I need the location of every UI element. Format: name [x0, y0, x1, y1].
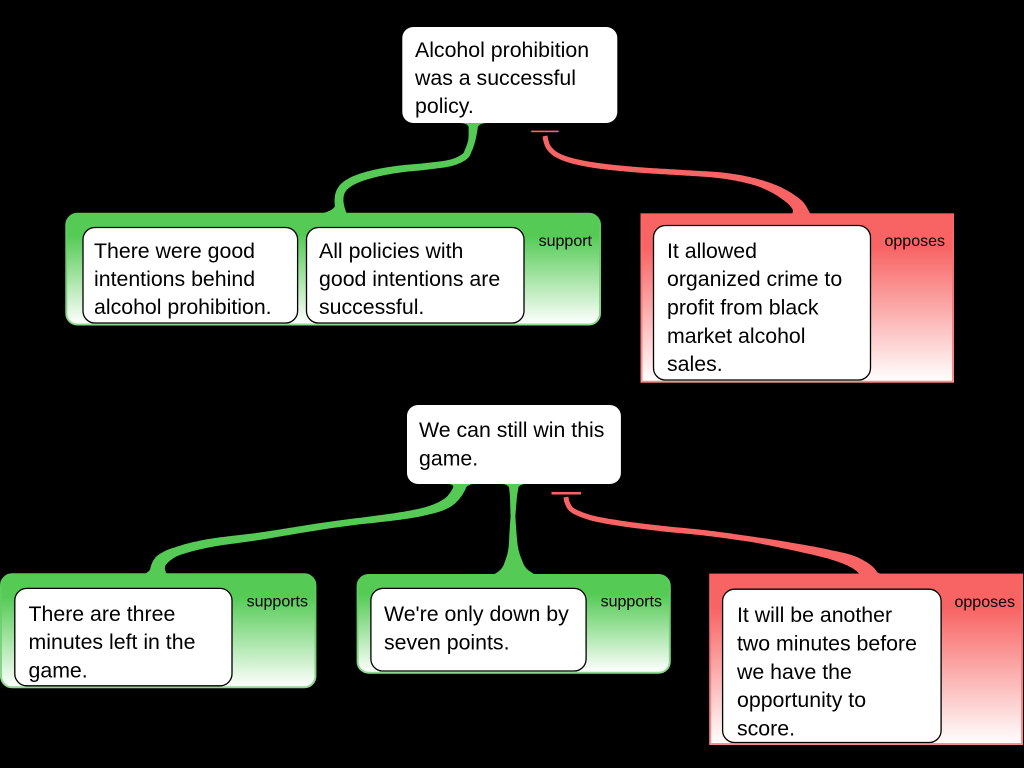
- svg-text:We can still win this: We can still win this: [419, 418, 604, 442]
- svg-text:We're only down by: We're only down by: [384, 602, 569, 626]
- svg-text:minutes left in the: minutes left in the: [29, 630, 196, 654]
- svg-text:policy.: policy.: [415, 94, 474, 118]
- svg-text:seven points.: seven points.: [384, 630, 510, 654]
- svg-text:good intentions are: good intentions are: [319, 267, 500, 291]
- svg-text:we have the: we have the: [736, 660, 852, 684]
- svg-text:opportunity to: opportunity to: [737, 688, 866, 712]
- svg-text:market alcohol: market alcohol: [667, 324, 806, 348]
- svg-text:It will be another: It will be another: [737, 603, 892, 627]
- svg-text:profit from black: profit from black: [667, 296, 819, 320]
- svg-text:organized crime to: organized crime to: [667, 267, 842, 291]
- svg-text:game.: game.: [419, 447, 478, 471]
- svg-text:sales.: sales.: [667, 352, 723, 376]
- svg-text:There are three: There are three: [29, 602, 176, 626]
- svg-text:game.: game.: [29, 659, 88, 683]
- svg-text:It allowed: It allowed: [667, 239, 757, 263]
- svg-text:opposes: opposes: [955, 594, 1016, 611]
- svg-text:was a successful: was a successful: [414, 66, 576, 90]
- svg-text:supports: supports: [601, 594, 662, 611]
- svg-text:score.: score.: [737, 717, 795, 741]
- svg-text:support: support: [539, 233, 593, 250]
- svg-text:alcohol prohibition.: alcohol prohibition.: [94, 295, 272, 319]
- svg-text:intentions behind: intentions behind: [94, 267, 255, 291]
- svg-text:opposes: opposes: [885, 233, 946, 250]
- svg-text:supports: supports: [247, 594, 308, 611]
- svg-text:successful.: successful.: [319, 295, 424, 319]
- svg-text:Alcohol prohibition: Alcohol prohibition: [415, 38, 589, 62]
- svg-text:There were good: There were good: [94, 239, 255, 263]
- svg-text:two minutes before: two minutes before: [737, 631, 917, 655]
- svg-text:All policies with: All policies with: [319, 239, 463, 263]
